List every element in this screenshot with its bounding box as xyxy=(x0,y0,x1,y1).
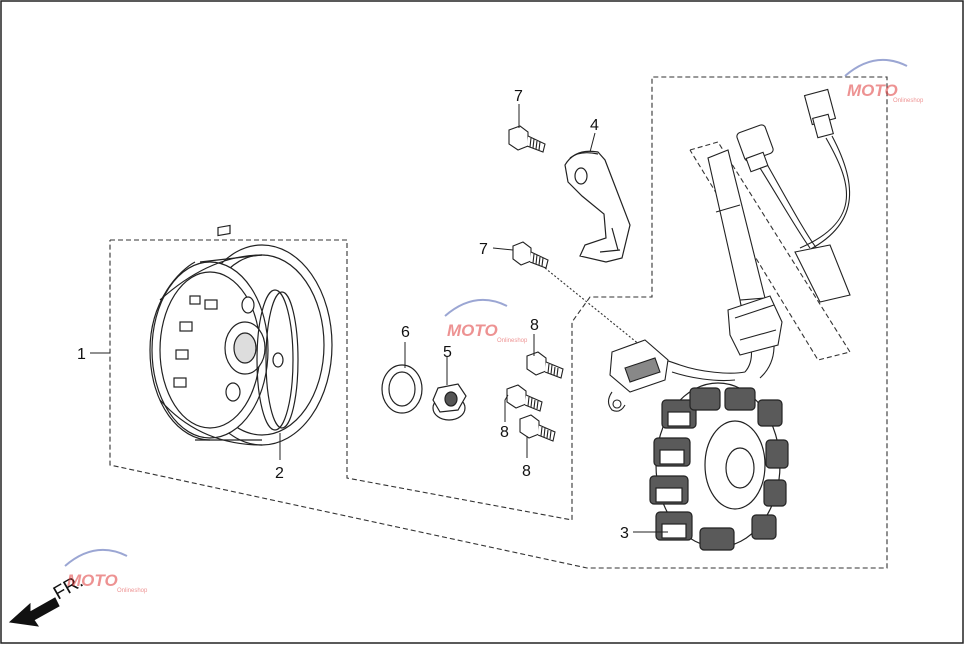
callout-8-b: 8 xyxy=(500,424,509,441)
callout-1: 1 xyxy=(77,346,86,363)
flywheel-rotor xyxy=(149,224,333,446)
bolts xyxy=(506,125,564,442)
watermark-logo-top: MOTO Onlineshop xyxy=(844,59,924,104)
callout-4: 4 xyxy=(590,117,599,134)
bolt-7-lower xyxy=(512,241,549,269)
bolt-8-c xyxy=(519,414,556,442)
callout-7-lower: 7 xyxy=(479,241,488,258)
wiring-harness xyxy=(607,88,851,412)
watermark-sub-bottom: Onlineshop xyxy=(117,588,148,594)
washer xyxy=(381,364,423,414)
pickup-sensor xyxy=(607,339,669,412)
bolt-leader-line xyxy=(544,267,641,346)
callout-7-upper: 7 xyxy=(514,88,523,105)
bolt-7-upper xyxy=(508,125,546,153)
bolt-8-b xyxy=(506,384,543,412)
leader-lines xyxy=(90,104,668,533)
watermark-text-top: MOTO xyxy=(847,81,898,100)
callout-5: 5 xyxy=(443,344,452,361)
callout-6: 6 xyxy=(401,324,410,341)
wiring-boundary xyxy=(689,141,851,361)
watermark-sub-top: Onlineshop xyxy=(893,98,924,104)
connector-small xyxy=(803,88,837,139)
stator xyxy=(649,382,789,551)
stator-pole-faces xyxy=(655,411,691,539)
assembly-boundaries xyxy=(109,76,888,569)
cable-clamp-plate xyxy=(564,150,631,263)
flywheel-group-boundary xyxy=(109,76,888,569)
flange-nut xyxy=(432,383,467,421)
watermark-logo-middle: MOTO Onlineshop xyxy=(444,299,528,344)
callout-2: 2 xyxy=(275,465,284,482)
watermark-text-middle: MOTO xyxy=(447,321,498,340)
bolt-8-a xyxy=(526,351,564,379)
callout-8-c: 8 xyxy=(522,463,531,480)
callout-8-a: 8 xyxy=(530,317,539,334)
watermark-logo-bottom: MOTO Onlineshop xyxy=(64,549,148,594)
front-arrow-icon xyxy=(8,597,60,627)
rotor-slots xyxy=(173,224,231,388)
connector-round xyxy=(736,124,774,173)
callout-3: 3 xyxy=(620,525,629,542)
watermark-sub-middle: Onlineshop xyxy=(497,338,528,344)
callout-numbers: 1 2 3 4 5 6 7 7 8 8 8 xyxy=(77,88,629,542)
watermark-text-bottom: MOTO xyxy=(67,571,118,590)
